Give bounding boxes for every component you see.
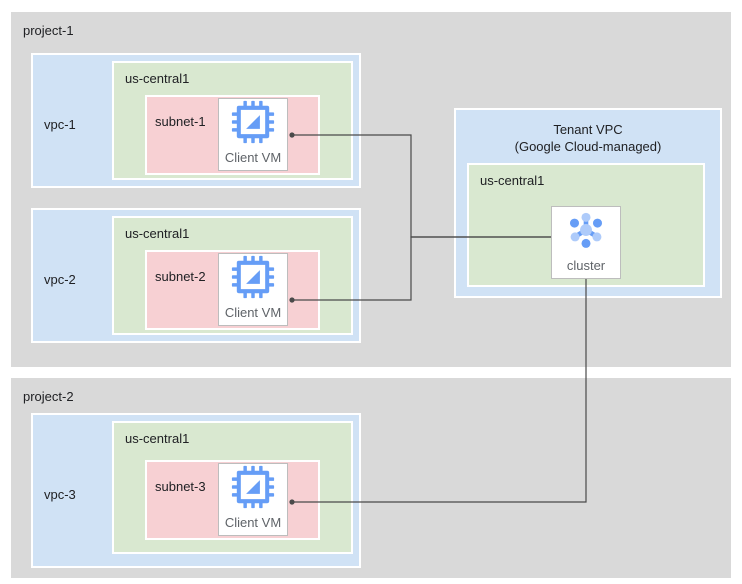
project-label: project-1: [23, 23, 74, 38]
subnet-label: subnet-3: [155, 479, 206, 494]
subnet-label: subnet-2: [155, 269, 206, 284]
subnet-label: subnet-1: [155, 114, 206, 129]
node-cluster[interactable]: cluster: [551, 206, 621, 279]
node-vpc-2-client-vm[interactable]: Client VM: [218, 253, 288, 326]
chip-icon: [230, 99, 276, 150]
vpc-label: vpc-2: [44, 272, 76, 287]
tenant-vpc-title-line1: Tenant VPC: [553, 122, 623, 137]
node-caption: Client VM: [224, 305, 282, 320]
region-label: us-central1: [480, 173, 545, 188]
vpc-label: vpc-1: [44, 117, 76, 132]
node-caption: Client VM: [224, 150, 282, 165]
cluster-icon: [563, 207, 609, 258]
tenant-vpc-title-line2: (Google Cloud-managed): [514, 139, 662, 154]
region-label: us-central1: [125, 226, 190, 241]
vpc-label: vpc-3: [44, 487, 76, 502]
region-label: us-central1: [125, 71, 190, 86]
project-label: project-2: [23, 389, 74, 404]
chip-icon: [230, 254, 276, 305]
chip-icon: [230, 464, 276, 515]
node-vpc-1-client-vm[interactable]: Client VM: [218, 98, 288, 171]
node-vpc-3-client-vm[interactable]: Client VM: [218, 463, 288, 536]
region-label: us-central1: [125, 431, 190, 446]
node-caption: Client VM: [224, 515, 282, 530]
node-caption: cluster: [566, 258, 606, 273]
